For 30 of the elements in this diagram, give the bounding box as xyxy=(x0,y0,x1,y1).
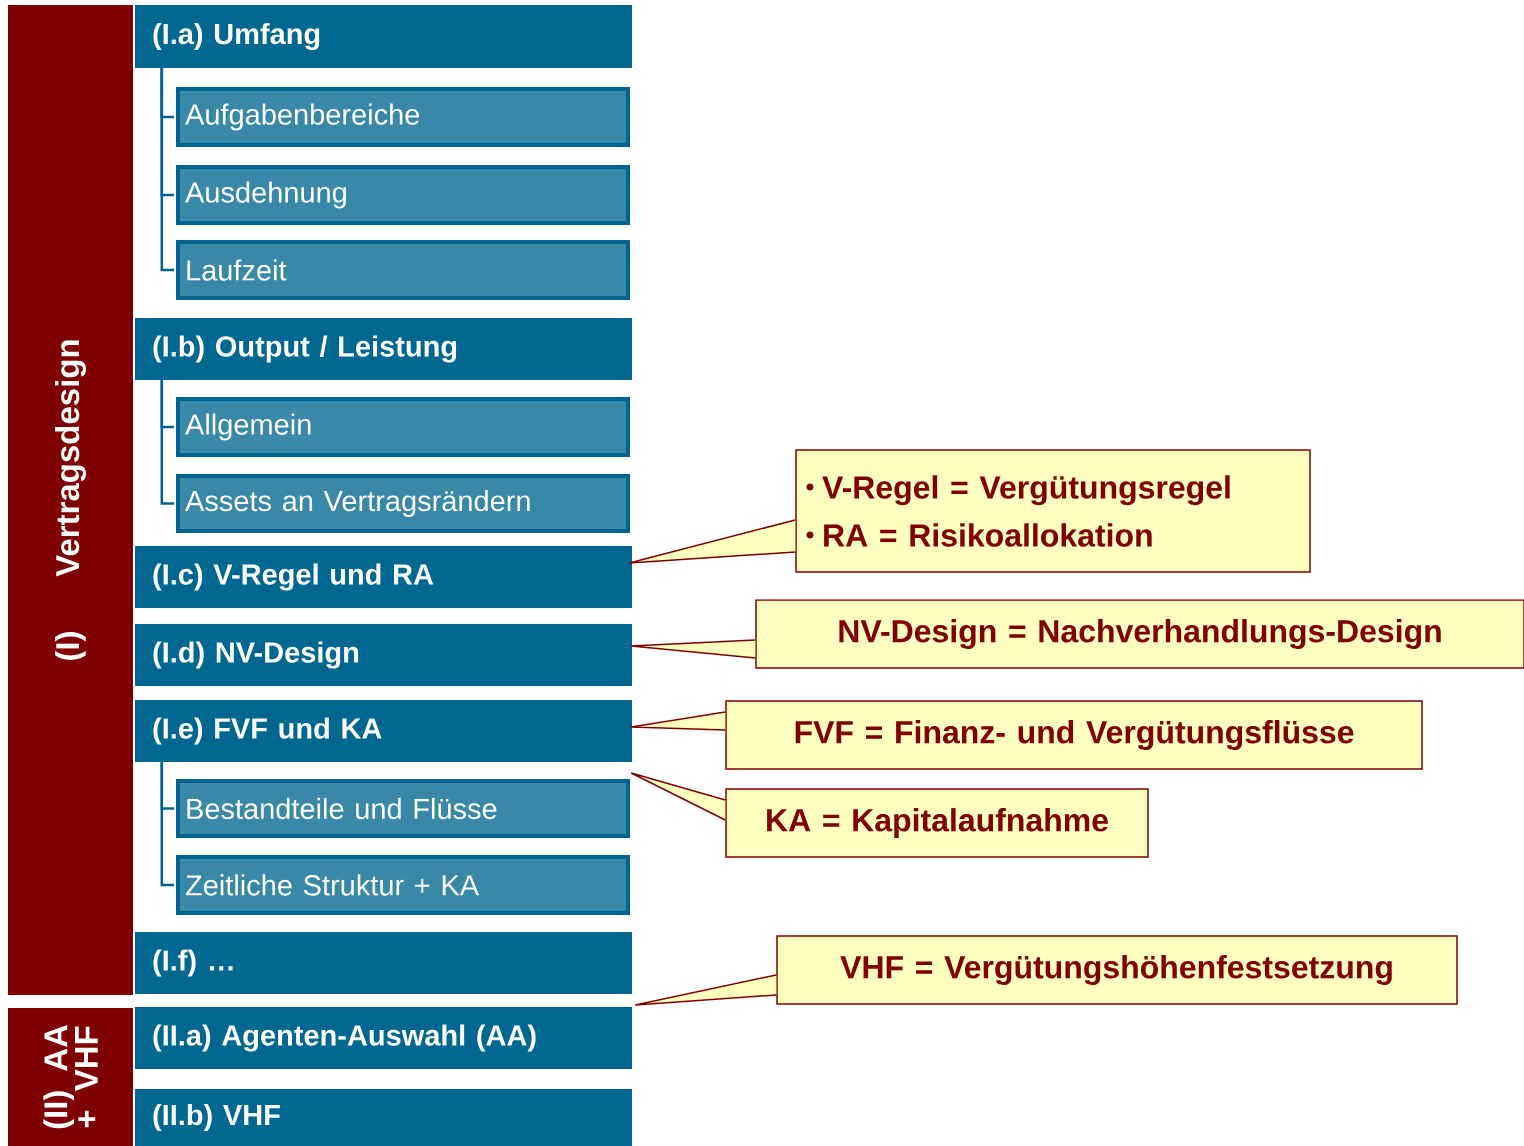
callout-pointer xyxy=(634,974,777,1006)
section-band: (I) Vertragsdesign xyxy=(8,5,133,995)
callout-box: NV-Design = Nachverhandlungs-Design xyxy=(755,599,1524,669)
callout-pointer xyxy=(630,639,756,659)
callout-pointer xyxy=(630,772,726,821)
section-header-bar: (I.a) Umfang xyxy=(135,5,632,68)
subtopic-box: Bestandteile und Flüsse xyxy=(176,779,630,838)
section-header-bar: (II.b) VHF xyxy=(135,1089,632,1146)
section-header-bar: (I.b) Output / Leistung xyxy=(135,318,632,380)
callout-box: V-Regel = Vergütungsregel RA = Risikoallokation xyxy=(795,449,1311,573)
section-header-bar: (I.e) FVF und KA xyxy=(135,700,632,762)
section-header-bar: (I.c) V-Regel und RA xyxy=(135,546,632,608)
section-header-bar: (II.a) Agenten-Auswahl (AA) xyxy=(135,1007,632,1069)
callout-pointer xyxy=(630,711,726,731)
section-header-bar: (I.d) NV-Design xyxy=(135,624,632,686)
tree-connector xyxy=(160,68,174,272)
section-header-bar: (I.f) … xyxy=(135,932,632,994)
subtopic-box: Ausdehnung xyxy=(176,165,630,225)
subtopic-box: Laufzeit xyxy=(176,240,630,300)
section-band: (II) AA + VHF xyxy=(8,1008,133,1146)
subtopic-box: Allgemein xyxy=(176,397,630,457)
tree-connector xyxy=(160,762,174,887)
callout-box: VHF = Vergütungshöhenfestsetzung xyxy=(776,935,1458,1005)
tree-connector xyxy=(160,380,174,505)
subtopic-box: Aufgabenbereiche xyxy=(176,87,630,147)
subtopic-box: Zeitliche Struktur + KA xyxy=(176,855,630,915)
callout-box: FVF = Finanz- und Vergütungsflüsse xyxy=(725,700,1423,770)
callout-box: KA = Kapitalaufnahme xyxy=(725,788,1149,858)
subtopic-box: Assets an Vertragsrändern xyxy=(176,474,630,533)
callout-pointer xyxy=(628,519,796,564)
